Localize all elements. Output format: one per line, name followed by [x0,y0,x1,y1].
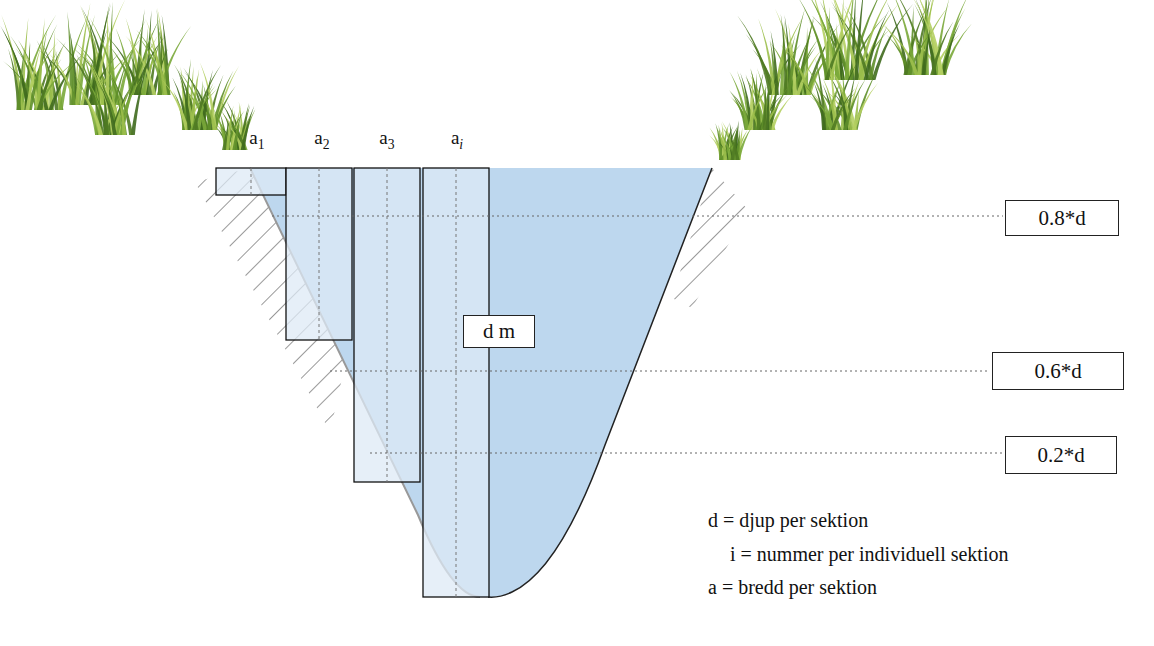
water [250,168,712,597]
grass [0,0,972,160]
legend-note: i = nummer per individuell sektion [730,543,1008,566]
section-rects [216,168,489,597]
depth-label-box: d m [463,315,535,348]
box-text: 0.6*d [1034,359,1081,384]
depth-fraction-box: 0.8*d [1005,200,1119,236]
depth-fraction-box: 0.2*d [1005,436,1117,474]
depth-fraction-box: 0.6*d [992,352,1124,390]
riverbed-line [488,168,712,597]
box-text: 0.8*d [1038,206,1085,231]
box-text: d m [483,319,515,344]
legend-note: a = bredd per sektion [708,576,877,599]
section-label: a3 [379,127,394,153]
box-text: 0.2*d [1037,443,1084,468]
section-label: a1 [249,127,264,153]
section-centre-lines [251,168,456,597]
section-label: a2 [314,127,329,153]
depth-lines [272,216,1003,453]
section-label: ai [451,127,463,153]
legend-note: d = djup per sektion [708,509,868,532]
